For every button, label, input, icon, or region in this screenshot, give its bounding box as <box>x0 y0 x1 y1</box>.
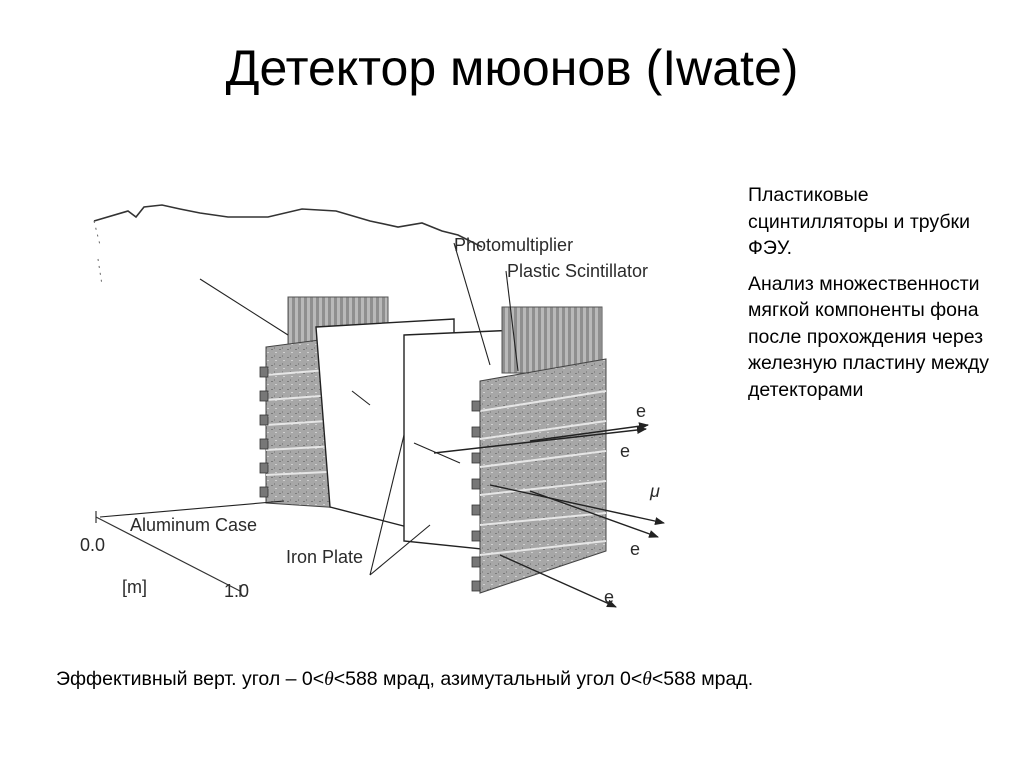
scale-bar <box>95 511 241 597</box>
side-paragraph-2: Анализ множественности мягкой компоненты… <box>748 272 990 401</box>
detector-diagram: Photomultiplier Plastic Scintillator Alu… <box>80 204 665 608</box>
caption-part-2: <588 мрад, азимутальный угол 0< <box>333 668 643 690</box>
label-photomultiplier: Photomultiplier <box>454 235 573 255</box>
label-scale-start: 0.0 <box>80 535 105 555</box>
particle-tracks <box>433 422 665 608</box>
label-scale-end: 1.0 <box>224 581 249 601</box>
page-title: Детектор мюонов (Iwate) <box>225 40 799 96</box>
side-description: Пластиковые сцинтилляторы и трубки ФЭУ. … <box>748 182 1008 412</box>
label-muon: μ <box>649 481 660 501</box>
label-plastic-scintillator: Plastic Scintillator <box>507 261 648 281</box>
label-aluminum-case: Aluminum Case <box>130 515 257 535</box>
label-iron-plate: Iron Plate <box>286 547 363 567</box>
angle-caption: Эффективный верт. угол – 0<θ<588 мрад, а… <box>56 666 1016 693</box>
theta-symbol-1: θ <box>324 669 334 690</box>
detector-front <box>471 306 607 594</box>
mountain-left-slope <box>93 220 103 286</box>
caption-part-1: Эффективный верт. угол – 0< <box>56 668 325 690</box>
theta-symbol-2: θ <box>642 669 652 690</box>
side-paragraph-1: Пластиковые сцинтилляторы и трубки ФЭУ. <box>748 184 970 259</box>
label-electron-3: e <box>630 539 640 559</box>
label-electron-1: e <box>636 401 646 421</box>
mountain-outline <box>93 204 483 248</box>
label-scale-unit: [m] <box>122 577 147 597</box>
caption-part-3: <588 мрад. <box>651 668 754 690</box>
label-electron-4: e <box>604 587 614 607</box>
label-electron-2: e <box>620 441 630 461</box>
